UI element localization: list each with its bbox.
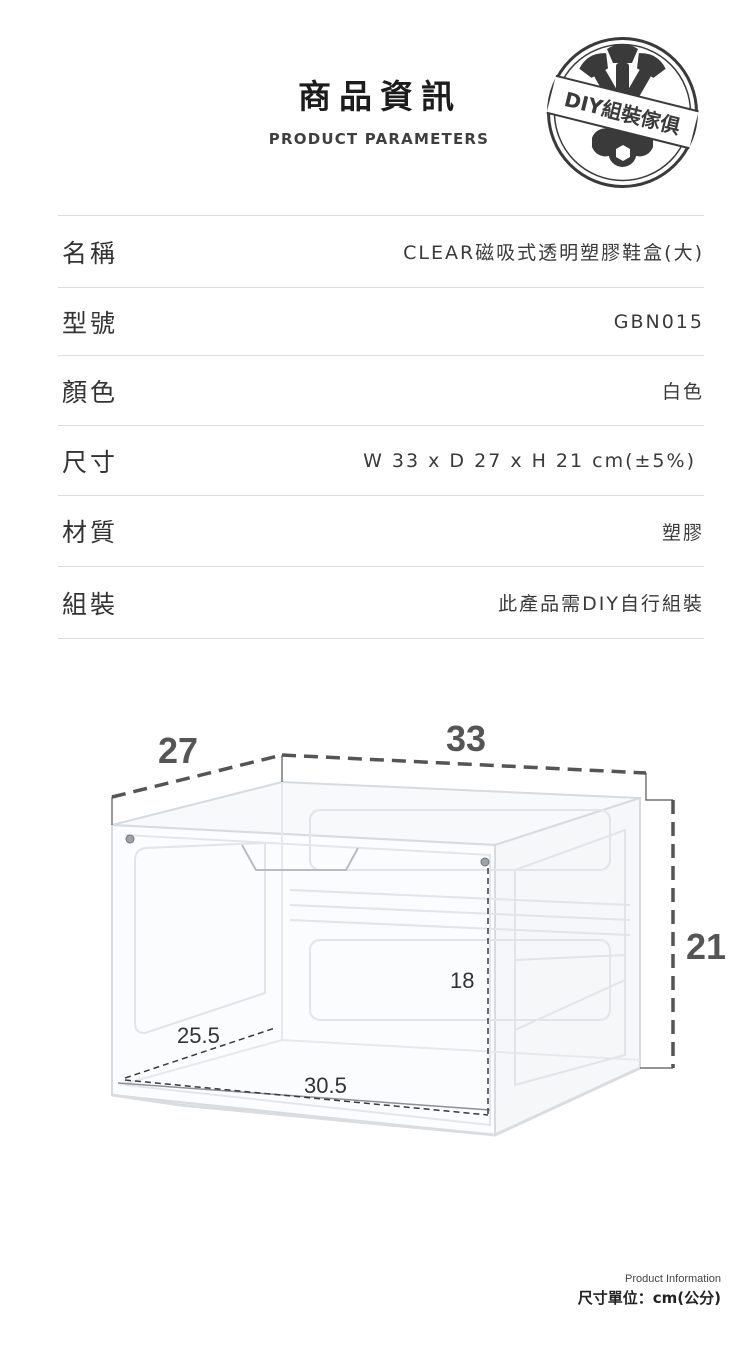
shoebox-illustration — [111, 753, 675, 1137]
inner-height-label: 18 — [450, 968, 475, 993]
spec-value: 塑膠 — [661, 521, 704, 544]
spec-row-model: 型號 GBN015 — [58, 287, 704, 355]
page-subtitle: PRODUCT PARAMETERS — [268, 130, 490, 148]
inner-width-label: 30.5 — [304, 1073, 347, 1098]
spec-value: 白色 — [661, 381, 704, 403]
spec-label: 顏色 — [62, 377, 119, 407]
product-dimension-figure: 27 33 21 25.5 30.5 18 — [0, 700, 750, 1180]
outer-depth-label: 27 — [158, 730, 199, 771]
spec-row-color: 顏色 白色 — [58, 355, 704, 425]
spec-row-name: 名稱 CLEAR磁吸式透明塑膠鞋盒(大) — [58, 215, 704, 287]
spec-label: 型號 — [62, 308, 119, 338]
spec-value: 此產品需DIY自行組裝 — [498, 593, 704, 615]
spec-label: 名稱 — [62, 238, 119, 268]
spec-row-size: 尺寸 W 33 x D 27 x H 21 cm(±5%) — [58, 425, 704, 495]
footer-label-en: Product Information — [625, 1273, 721, 1285]
wrench-icon: DIY組裝傢俱 — [546, 37, 699, 188]
footer-unit-text: 尺寸單位：cm(公分) — [577, 1289, 721, 1307]
page-title: 商品資訊 — [298, 77, 462, 116]
spec-value: GBN015 — [613, 310, 704, 333]
unit-note: Product Information 尺寸單位：cm(公分) — [578, 1273, 721, 1308]
spec-table: 名稱 CLEAR磁吸式透明塑膠鞋盒(大) 型號 GBN015 顏色 白色 尺寸 … — [58, 215, 704, 639]
spec-row-material: 材質 塑膠 — [58, 495, 704, 566]
outer-height-label: 21 — [686, 926, 727, 967]
spec-value: CLEAR磁吸式透明塑膠鞋盒(大) — [403, 242, 704, 264]
spec-label: 組裝 — [62, 589, 119, 619]
diy-badge: DIY組裝傢俱 — [545, 35, 700, 190]
spec-label: 材質 — [62, 518, 119, 547]
header: 商品資訊 PRODUCT PARAMETERS — [0, 0, 750, 200]
spec-label: 尺寸 — [62, 447, 119, 477]
spec-row-assembly: 組裝 此產品需DIY自行組裝 — [58, 566, 704, 639]
inner-depth-label: 25.5 — [177, 1023, 220, 1048]
spec-value: W 33 x D 27 x H 21 cm(±5%) — [363, 449, 696, 472]
outer-width-label: 33 — [446, 718, 487, 759]
